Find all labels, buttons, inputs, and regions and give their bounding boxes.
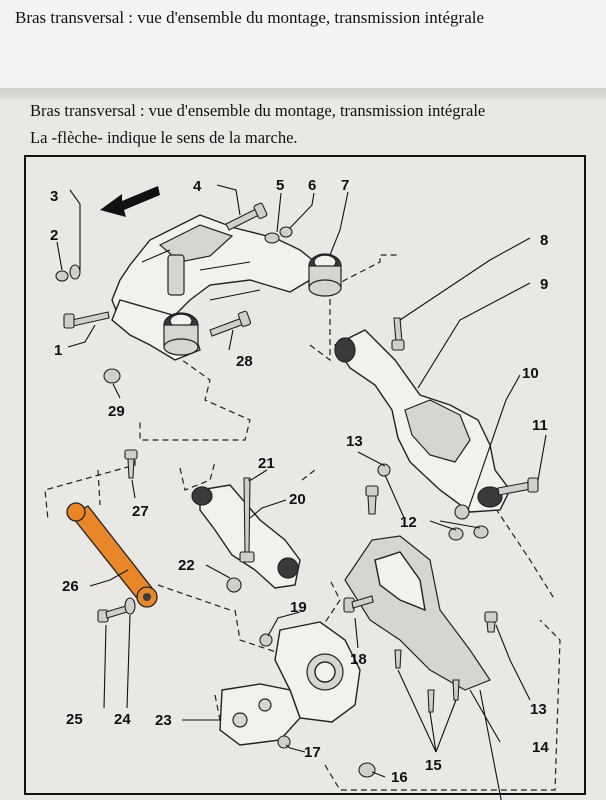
nut-16 xyxy=(358,762,376,778)
callout-28: 28 xyxy=(236,353,253,370)
transverse-link-26-highlighted xyxy=(66,502,158,608)
callout-2: 2 xyxy=(50,227,58,244)
callout-13-lower: 13 xyxy=(530,701,547,718)
callout-6: 6 xyxy=(308,177,316,194)
nut-22 xyxy=(226,577,242,593)
subframe-bushing-front xyxy=(308,253,342,297)
bolt-1 xyxy=(63,311,110,329)
callout-19: 19 xyxy=(290,599,307,616)
callout-22: 22 xyxy=(178,557,195,574)
bolt-11 xyxy=(497,477,539,496)
bolt-25 xyxy=(97,605,128,623)
callout-15: 15 xyxy=(425,757,442,774)
callout-12: 12 xyxy=(400,514,417,531)
bolt-18 xyxy=(343,595,374,613)
transverse-arm-9 xyxy=(333,329,511,513)
callout-10: 10 xyxy=(522,365,539,382)
washer-5-nut-6 xyxy=(264,226,293,244)
callout-26: 26 xyxy=(62,578,79,595)
callout-1: 1 xyxy=(54,342,62,359)
subframe-bushing-rear xyxy=(163,312,199,356)
callout-13-upper: 13 xyxy=(346,433,363,450)
callout-23: 23 xyxy=(155,712,172,729)
direction-arrow-icon xyxy=(100,186,160,217)
callout-25: 25 xyxy=(66,711,83,728)
callout-9: 9 xyxy=(540,276,548,293)
assembly-dashed-lines xyxy=(44,254,561,791)
callout-18: 18 xyxy=(350,651,367,668)
callout-8: 8 xyxy=(540,232,548,249)
bolt-27 xyxy=(124,449,138,479)
callout-17: 17 xyxy=(304,744,321,761)
callout-7: 7 xyxy=(341,177,349,194)
callout-3: 3 xyxy=(50,188,58,205)
callout-16: 16 xyxy=(391,769,408,786)
callout-labels: 1 2 3 4 5 6 7 8 9 10 11 12 13 13 14 15 1… xyxy=(50,177,549,786)
stone-guard-14 xyxy=(344,535,491,691)
washer-24 xyxy=(124,597,136,615)
previous-page-strip xyxy=(0,0,606,95)
page-subheading: La -flèche- indique le sens de la marche… xyxy=(30,128,298,147)
callout-14: 14 xyxy=(532,739,549,756)
diagram-frame xyxy=(24,155,586,795)
callout-20: 20 xyxy=(289,491,306,508)
nut-2 xyxy=(55,264,81,282)
callout-24: 24 xyxy=(114,711,131,728)
callout-29: 29 xyxy=(108,403,125,420)
callout-27: 27 xyxy=(132,503,149,520)
leader-lines xyxy=(56,184,547,800)
nut-17 xyxy=(277,735,291,749)
bolts-15 xyxy=(394,649,460,713)
wheel-bearing-housing xyxy=(219,621,361,746)
bolt-28 xyxy=(209,310,252,337)
bolt-21 xyxy=(239,477,255,563)
callout-5: 5 xyxy=(276,177,284,194)
callout-4: 4 xyxy=(193,178,202,195)
nuts-12 xyxy=(377,463,489,541)
page-fold-shadow xyxy=(0,88,606,102)
page-heading: Bras transversal : vue d'ensemble du mon… xyxy=(30,101,486,120)
bolt-4 xyxy=(225,202,268,231)
nut-10 xyxy=(454,504,470,520)
callout-11: 11 xyxy=(532,417,548,434)
top-title: Bras transversal : vue d'ensemble du mon… xyxy=(15,8,485,27)
nut-29 xyxy=(103,368,121,384)
bolt-13-upper xyxy=(365,485,379,515)
bolt-13-lower xyxy=(484,611,498,633)
bolt-8 xyxy=(391,317,405,351)
callout-21: 21 xyxy=(258,455,275,472)
nut-19 xyxy=(259,633,273,647)
